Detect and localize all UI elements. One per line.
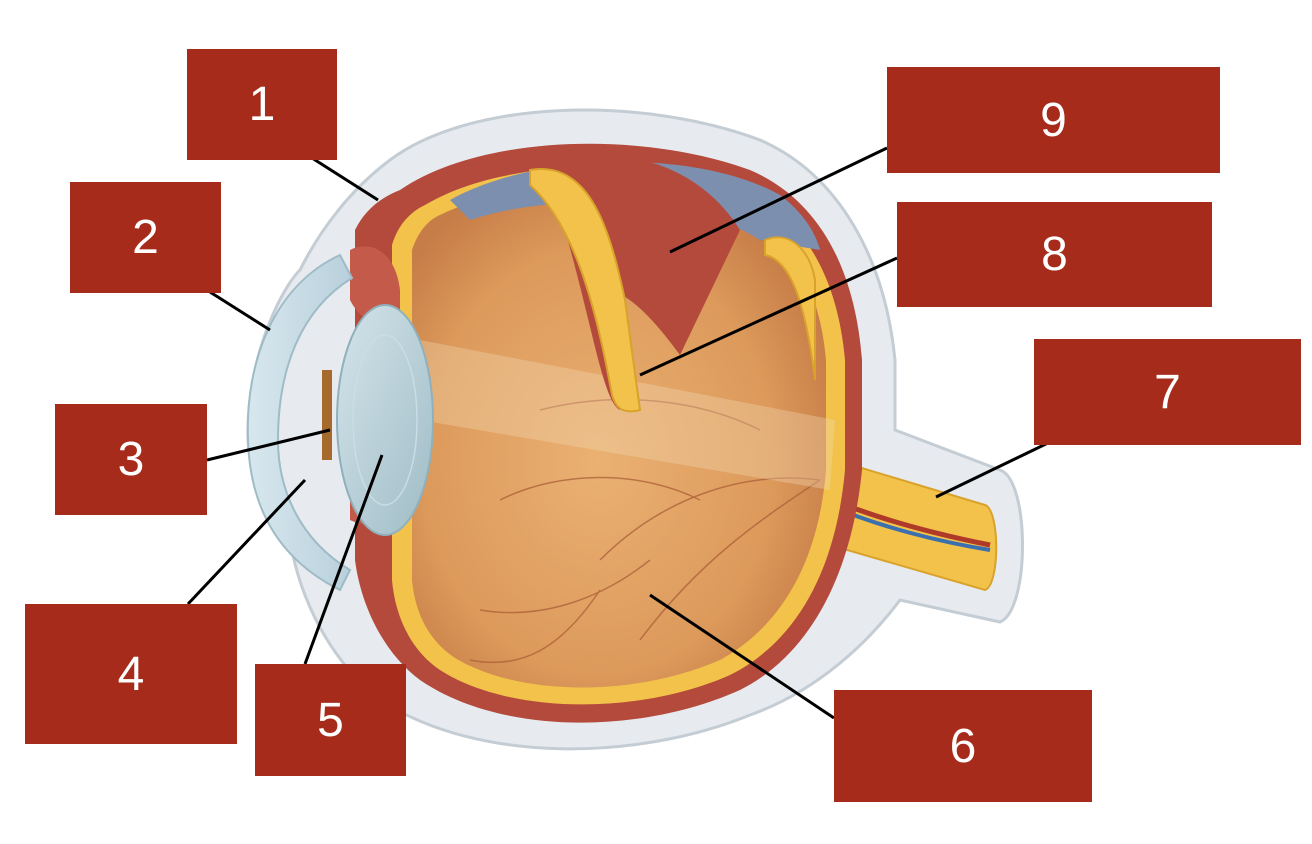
leader-line-2	[209, 290, 271, 332]
retina-flap	[529, 155, 816, 413]
label-box-6: 6	[834, 690, 1092, 802]
label-box-3: 3	[55, 404, 207, 515]
label-box-2: 2	[70, 182, 221, 293]
leader-line-7	[935, 440, 1051, 499]
optic-nerve	[827, 458, 998, 592]
leader-line-9	[669, 146, 888, 254]
label-box-9: 9	[887, 67, 1220, 173]
leader-line-8	[639, 256, 898, 377]
lens	[336, 304, 434, 536]
leader-line-5	[303, 454, 384, 665]
label-box-8: 8	[897, 202, 1212, 307]
leader-line-4	[186, 478, 307, 606]
cornea	[246, 253, 354, 592]
leader-line-6	[649, 593, 835, 720]
leader-line-1	[311, 156, 379, 202]
label-box-1: 1	[187, 49, 337, 160]
label-box-5: 5	[255, 664, 406, 776]
leader-line-3	[206, 428, 331, 462]
leader-lines	[186, 146, 1051, 720]
label-box-7: 7	[1034, 339, 1301, 445]
label-box-4: 4	[25, 604, 237, 744]
